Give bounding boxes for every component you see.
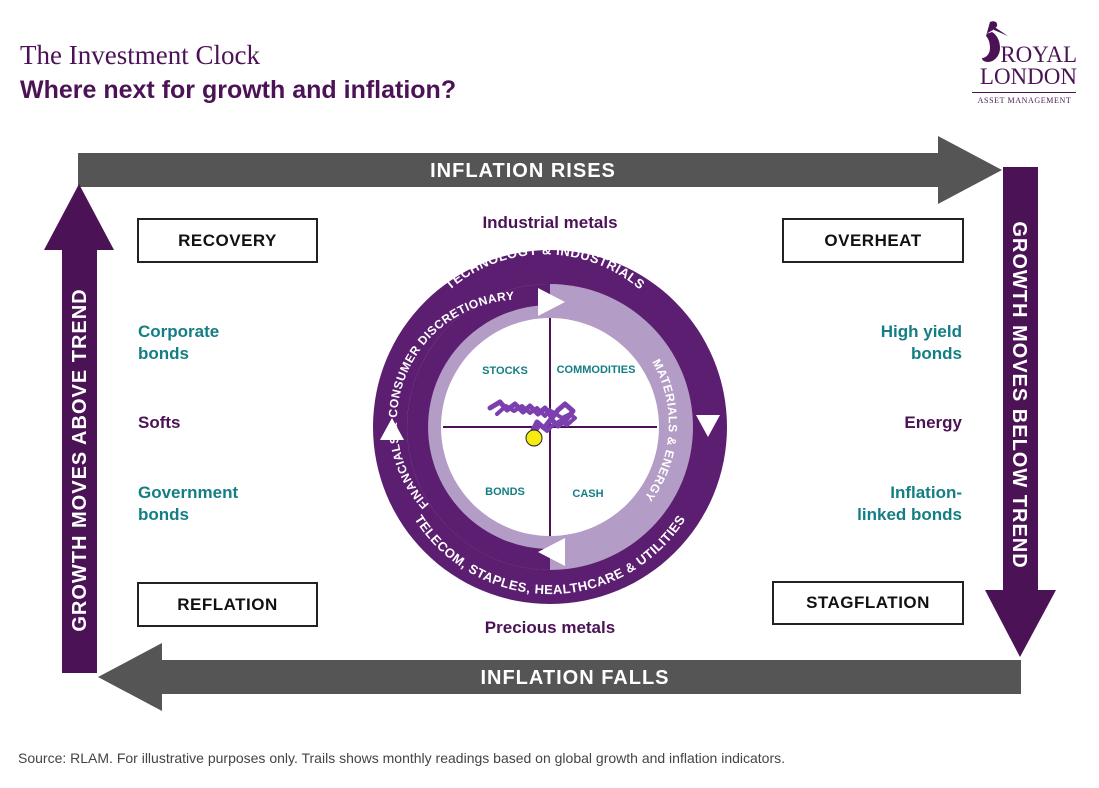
growth-above-trend-label: GROWTH MOVES ABOVE TREND (69, 288, 91, 631)
logo-text-royal: ROYAL (1000, 42, 1077, 67)
quadrant-label-stocks: STOCKS (482, 365, 528, 377)
asset-precious-metals: Precious metals (484, 618, 616, 637)
inflation-falls-label: INFLATION FALLS (480, 667, 669, 689)
logo-divider (972, 92, 1076, 93)
clock-marker-top (538, 288, 565, 316)
quadrant-label-cash: CASH (572, 488, 603, 500)
asset-high-yield-bonds: High yield bonds (880, 322, 962, 363)
asset-inflation-linked-bonds: Inflation- linked bonds (857, 483, 962, 524)
asset-industrial-metals: Industrial metals (482, 213, 618, 232)
phase-reflation: REFLATION (137, 582, 318, 627)
quadrant-label-bonds: BONDS (485, 486, 525, 498)
phase-stagflation: STAGFLATION (772, 581, 964, 625)
inflation-rises-arrow (78, 136, 1002, 204)
pelican-icon (982, 21, 1008, 62)
logo-text-asset-management: ASSET MANAGEMENT (977, 96, 1072, 105)
page-title: The Investment Clock (20, 40, 260, 70)
phase-overheat: OVERHEAT (782, 218, 964, 263)
asset-energy: Energy (904, 413, 962, 432)
clock-marker-right (696, 415, 720, 437)
clock-marker-left (380, 418, 404, 440)
inflation-rises-label: INFLATION RISES (430, 160, 616, 182)
inflation-falls-arrow (98, 643, 1021, 711)
quadrant-label-commodities: COMMODITIES (557, 364, 636, 376)
asset-softs: Softs (138, 413, 181, 432)
page-subtitle: Where next for growth and inflation? (20, 76, 457, 104)
current-reading-point (525, 429, 543, 447)
monthly-readings-trail-overlay (495, 404, 577, 435)
growth-below-trend-label: GROWTH MOVES BELOW TREND (1008, 221, 1030, 568)
phase-recovery: RECOVERY (137, 218, 318, 263)
clock-marker-bottom (538, 538, 565, 566)
source-note: Source: RLAM. For illustrative purposes … (18, 750, 786, 766)
growth-below-trend-arrow (985, 167, 1056, 657)
asset-government-bonds: Government bonds (138, 483, 239, 524)
growth-above-trend-arrow (44, 184, 114, 673)
logo-text-london: LONDON (979, 64, 1077, 89)
clock-middle-ring-dark (407, 284, 550, 570)
asset-corporate-bonds: Corporate bonds (138, 322, 220, 363)
